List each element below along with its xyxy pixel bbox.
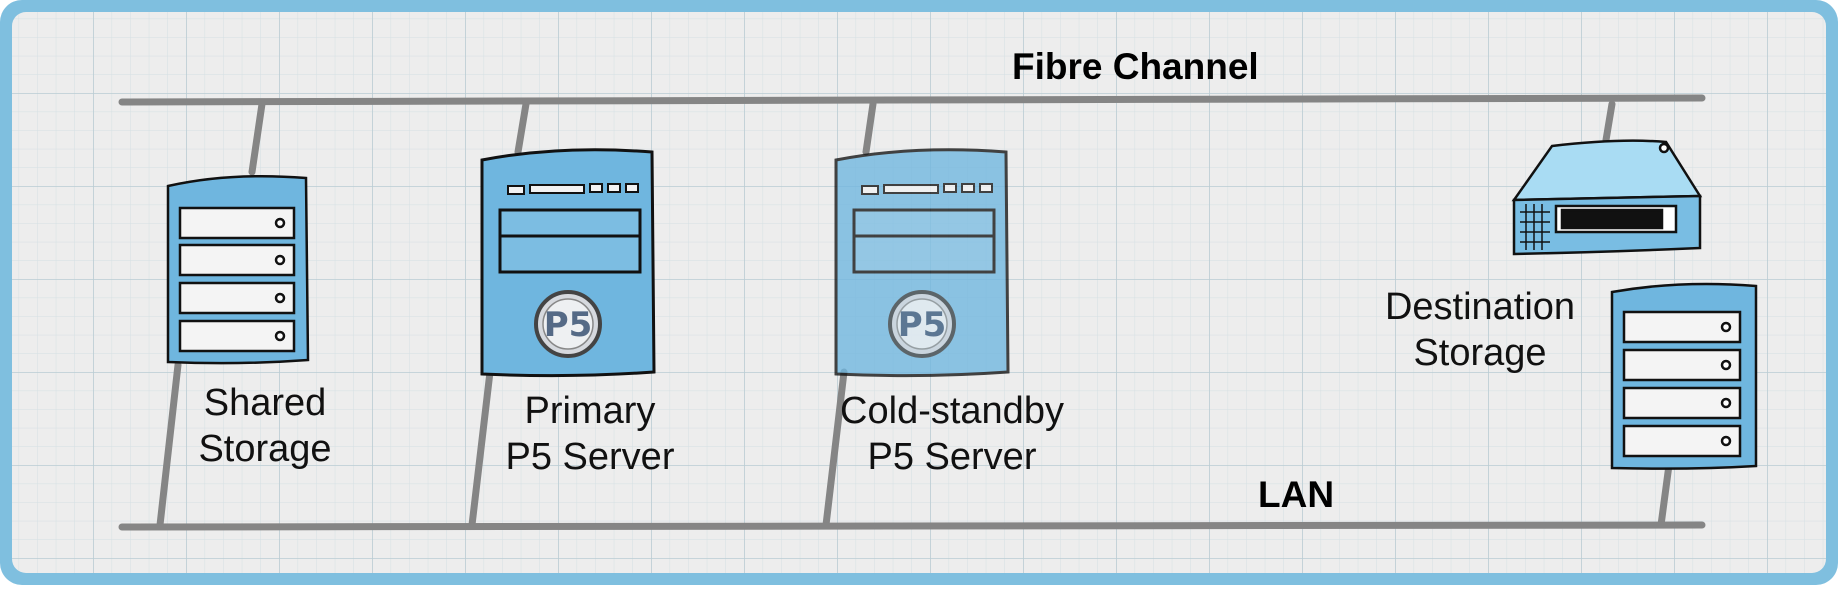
connector-primary-fc bbox=[514, 100, 530, 156]
tape-drive bbox=[1511, 139, 1703, 256]
connector-tape-fc bbox=[1602, 100, 1616, 144]
connector-standby-lan bbox=[822, 368, 848, 529]
shared-storage-line1: Shared bbox=[203, 382, 327, 424]
primary-server-tower bbox=[480, 148, 656, 378]
primary-p5-logo: P5 bbox=[534, 290, 602, 358]
primary-server-line2: P5 Server bbox=[505, 436, 675, 479]
connectors bbox=[156, 100, 1673, 529]
primary-server-label: Primary P5 Server bbox=[470, 388, 710, 481]
destination-storage-line2: Storage bbox=[1413, 332, 1547, 375]
connector-dest-lan bbox=[1657, 461, 1673, 529]
shared-storage-label: Shared Storage bbox=[160, 380, 370, 473]
connector-shared-lan bbox=[156, 361, 182, 529]
standby-server-line1: Cold-standby bbox=[840, 390, 1064, 432]
fibre-channel-label: Fibre Channel bbox=[1012, 46, 1259, 87]
connector-shared-fc bbox=[248, 100, 266, 176]
shared-storage-line2: Storage bbox=[198, 428, 332, 471]
standby-p5-logo: P5 bbox=[888, 290, 956, 358]
primary-server-line1: Primary bbox=[524, 390, 656, 432]
lan-label: LAN bbox=[1258, 474, 1335, 515]
fibre-channel-bus bbox=[118, 94, 1706, 106]
connector-primary-lan bbox=[468, 368, 494, 529]
connector-standby-fc bbox=[862, 100, 877, 156]
standby-server-label: Cold-standby P5 Server bbox=[822, 388, 1082, 481]
primary-p5-badge: P5 bbox=[544, 305, 593, 345]
standby-p5-badge: P5 bbox=[898, 305, 947, 345]
destination-storage-line1: Destination bbox=[1384, 286, 1576, 328]
shared-storage-rack bbox=[166, 174, 310, 365]
standby-server-tower bbox=[834, 148, 1010, 378]
destination-storage-rack bbox=[1610, 282, 1758, 470]
standby-server-line2: P5 Server bbox=[867, 436, 1037, 479]
destination-storage-label: Destination Storage bbox=[1350, 284, 1610, 377]
lan-bus bbox=[118, 521, 1706, 531]
